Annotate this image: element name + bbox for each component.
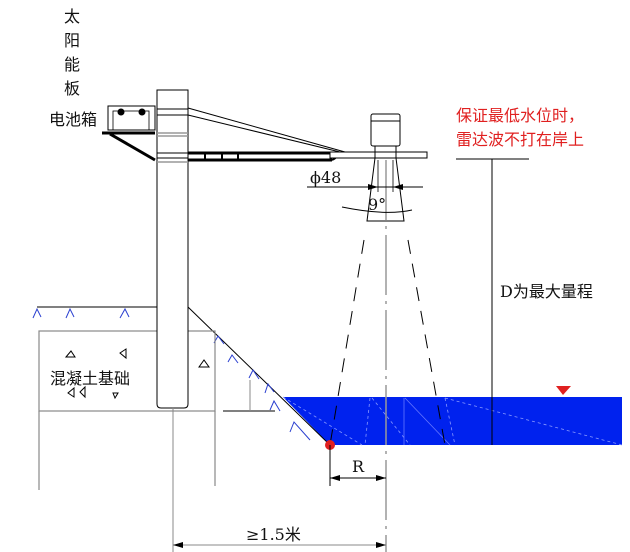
solar-panel-label: 太 阳 能 板 xyxy=(64,7,80,98)
grass-marks xyxy=(32,307,311,441)
radar-beam xyxy=(329,239,446,446)
max-range-label: D为最大量程 xyxy=(500,282,593,301)
aggregate-marks xyxy=(64,348,210,400)
svg-text:阳: 阳 xyxy=(64,31,80,50)
svg-text:太: 太 xyxy=(64,7,80,26)
svg-text:板: 板 xyxy=(64,79,80,98)
diameter-label: ϕ48 xyxy=(310,168,341,187)
beam-angle-label: 9° xyxy=(368,195,386,214)
battery-box-label: 电池箱 xyxy=(49,110,97,129)
mounting-arm xyxy=(187,107,428,162)
battery-box xyxy=(102,105,156,162)
pole-bands xyxy=(157,132,188,163)
water-level-marker xyxy=(556,386,571,395)
angle-arc xyxy=(341,206,413,213)
distance-label: ≥1.5米 xyxy=(246,525,301,544)
note-line-2: 雷达波不打在岸上 xyxy=(456,130,584,149)
svg-text:能: 能 xyxy=(64,55,80,74)
concrete-foundation-label: 混凝土基础 xyxy=(50,369,130,388)
radius-label: R xyxy=(352,457,365,476)
water-body xyxy=(283,397,622,445)
note-line-1: 保证最低水位时， xyxy=(456,106,584,125)
pole xyxy=(156,89,189,409)
concrete-foundation xyxy=(38,330,216,490)
